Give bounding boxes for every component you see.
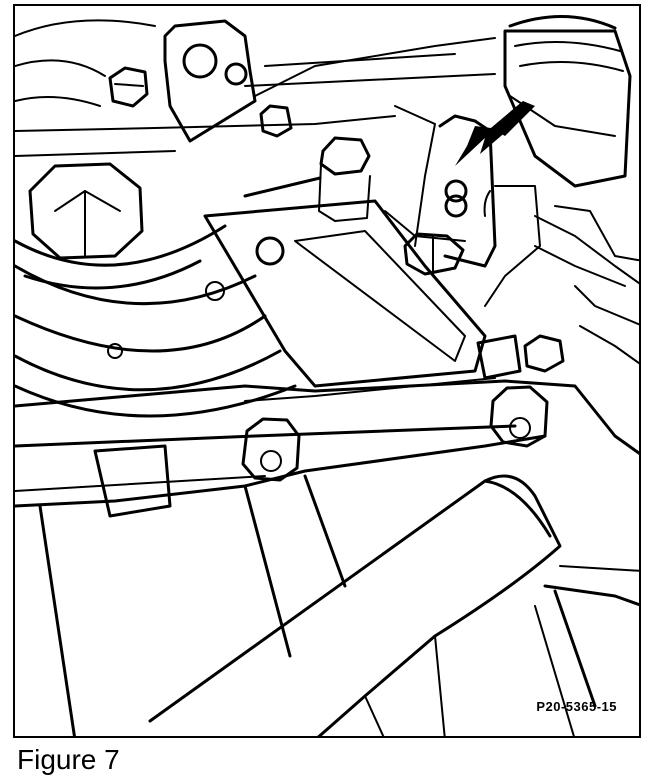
figure-reference-code: P20-5365-15 [536, 699, 617, 714]
hose-outline [148, 474, 562, 736]
tube-outline [503, 29, 632, 188]
figure-caption: Figure 7 [17, 744, 120, 775]
engine-line-drawing [15, 14, 639, 736]
arrow-indicator-icon [455, 101, 535, 166]
figure-frame: P20-5365-15 [13, 4, 641, 738]
